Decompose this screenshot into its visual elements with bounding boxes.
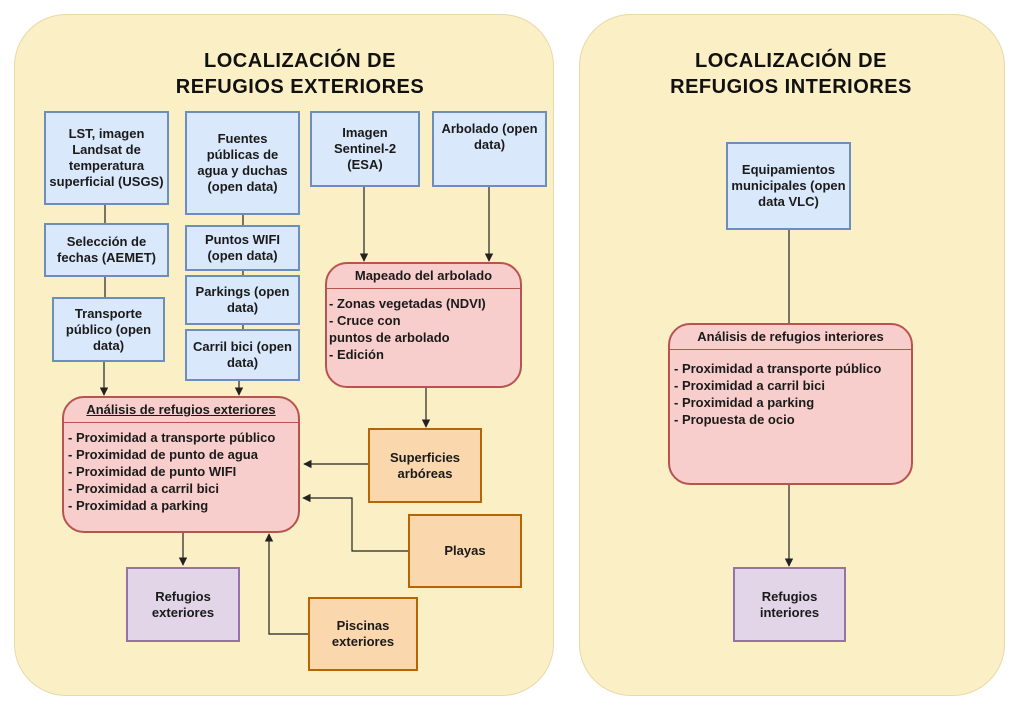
mapeado-item: - Edición (329, 347, 384, 362)
interior-title-line2: REFUGIOS INTERIORES (670, 76, 912, 98)
source-carril: Carril bici (open data) (185, 329, 300, 381)
interior-title-line1: LOCALIZACIÓN DE (695, 50, 887, 72)
analisis-interiores-item: - Proximidad a carril bici (674, 378, 825, 393)
mapeado-item: puntos de arbolado (329, 330, 450, 345)
source-fechas: Selección de fechas (AEMET) (44, 223, 169, 277)
analisis-interiores-item: - Proximidad a parking (674, 395, 815, 410)
analisis-interiores-title: Análisis de refugios interiores (670, 325, 911, 350)
analisis-exteriores-item: - Proximidad a transporte público (68, 430, 276, 445)
source-lst: LST, imagen Landsat de temperatura super… (44, 111, 169, 205)
layer-piscinas-exteriores: Piscinas exteriores (308, 597, 418, 671)
source-arbolado: Arbolado (open data) (432, 111, 547, 187)
process-analisis-interiores: Análisis de refugios interiores - Proxim… (668, 323, 913, 485)
analisis-exteriores-item: - Proximidad de punto de agua (68, 447, 258, 462)
exterior-title-line2: REFUGIOS EXTERIORES (175, 76, 425, 98)
arrow-piscinas-analisis (264, 533, 308, 635)
mapeado-item: - Zonas vegetadas (NDVI) (329, 296, 486, 311)
analisis-exteriores-item: - Proximidad de punto WIFI (68, 464, 237, 479)
source-parkings: Parkings (open data) (185, 275, 300, 325)
source-equipamientos: Equipamientos municipales (open data VLC… (726, 142, 851, 230)
interior-title: LOCALIZACIÓN DE REFUGIOS INTERIORES (591, 48, 991, 100)
source-sentinel: Imagen Sentinel-2 (ESA) (310, 111, 420, 187)
analisis-exteriores-item: - Proximidad a carril bici (68, 481, 219, 496)
exterior-title-line1: LOCALIZACIÓN DE (204, 50, 396, 72)
source-fuentes: Fuentes públicas de agua y duchas (open … (185, 111, 300, 215)
mapeado-item: - Cruce con (329, 313, 401, 328)
analisis-exteriores-item: - Proximidad a parking (68, 498, 209, 513)
mapeado-title: Mapeado del arbolado (327, 264, 520, 289)
output-refugios-exteriores: Refugios exteriores (126, 567, 240, 642)
layer-superficies-arboreas: Superficies arbóreas (368, 428, 482, 503)
process-mapeado-arbolado: Mapeado del arbolado - Zonas vegetadas (… (325, 262, 522, 388)
analisis-interiores-item: - Propuesta de ocio (674, 412, 795, 427)
process-analisis-exteriores: Análisis de refugios exteriores - Proxim… (62, 396, 300, 533)
analisis-exteriores-title: Análisis de refugios exteriores (64, 398, 298, 423)
source-wifi: Puntos WIFI (open data) (185, 225, 300, 271)
source-transporte: Transporte público (open data) (52, 297, 165, 362)
exterior-title: LOCALIZACIÓN DE REFUGIOS EXTERIORES (100, 48, 500, 100)
analisis-interiores-item: - Proximidad a transporte público (674, 361, 882, 376)
output-refugios-interiores: Refugios interiores (733, 567, 846, 642)
layer-playas: Playas (408, 514, 522, 588)
arrow-playas-analisis (302, 493, 408, 552)
